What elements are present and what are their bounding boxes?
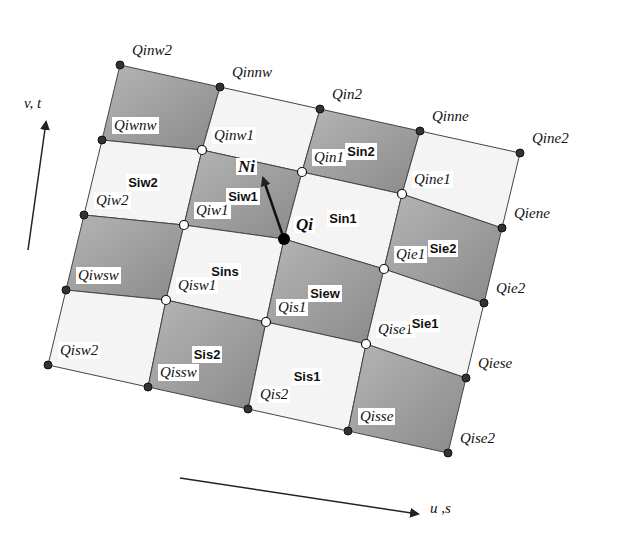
patch-label: Sis2: [192, 346, 223, 363]
point-label: Qissw: [158, 364, 199, 381]
normal-label: Ni: [236, 158, 257, 175]
patch-label: Sin1: [327, 210, 358, 227]
patch-label: Sie1: [410, 315, 441, 332]
patch-label: Siw1: [226, 188, 260, 205]
axis-label: u ,s: [428, 500, 453, 517]
point-label: Qiese: [476, 355, 514, 372]
point-label: Qis1: [276, 299, 308, 316]
point-label: Qiw1: [194, 202, 231, 219]
axis-label: v, t: [22, 95, 43, 112]
point-label: Qinne: [430, 108, 471, 125]
point-label: Qie1: [394, 246, 427, 263]
point-label: Qie2: [494, 280, 527, 297]
point-label: Qin1: [312, 149, 346, 166]
point-label: Qiw2: [94, 192, 131, 209]
point-label: Qis2: [258, 386, 290, 403]
point-label: Qine1: [412, 171, 453, 188]
patch-label: Sie2: [428, 240, 459, 257]
point-label: Qinnw: [230, 64, 274, 81]
patch-label: Siew: [308, 285, 342, 302]
point-label: Qiwnw: [112, 117, 159, 134]
point-label: Qisw1: [176, 277, 218, 294]
point-label: Qiwsw: [76, 267, 121, 284]
point-label: Qisw2: [58, 342, 100, 359]
point-label: Qinw1: [212, 127, 256, 144]
point-label: Qisse: [358, 408, 395, 425]
point-label: Qinw2: [130, 42, 174, 59]
patch-label: Sins: [209, 263, 240, 280]
point-label: Qi: [294, 216, 315, 233]
point-label: Qine2: [530, 130, 571, 147]
point-label: Qise2: [458, 430, 497, 447]
patch-label: Sin2: [345, 143, 376, 160]
patch-label: Sis1: [292, 368, 323, 385]
patch-label: Siw2: [126, 174, 160, 191]
point-label: Qin2: [330, 86, 364, 103]
point-label: Qiene: [512, 205, 552, 222]
